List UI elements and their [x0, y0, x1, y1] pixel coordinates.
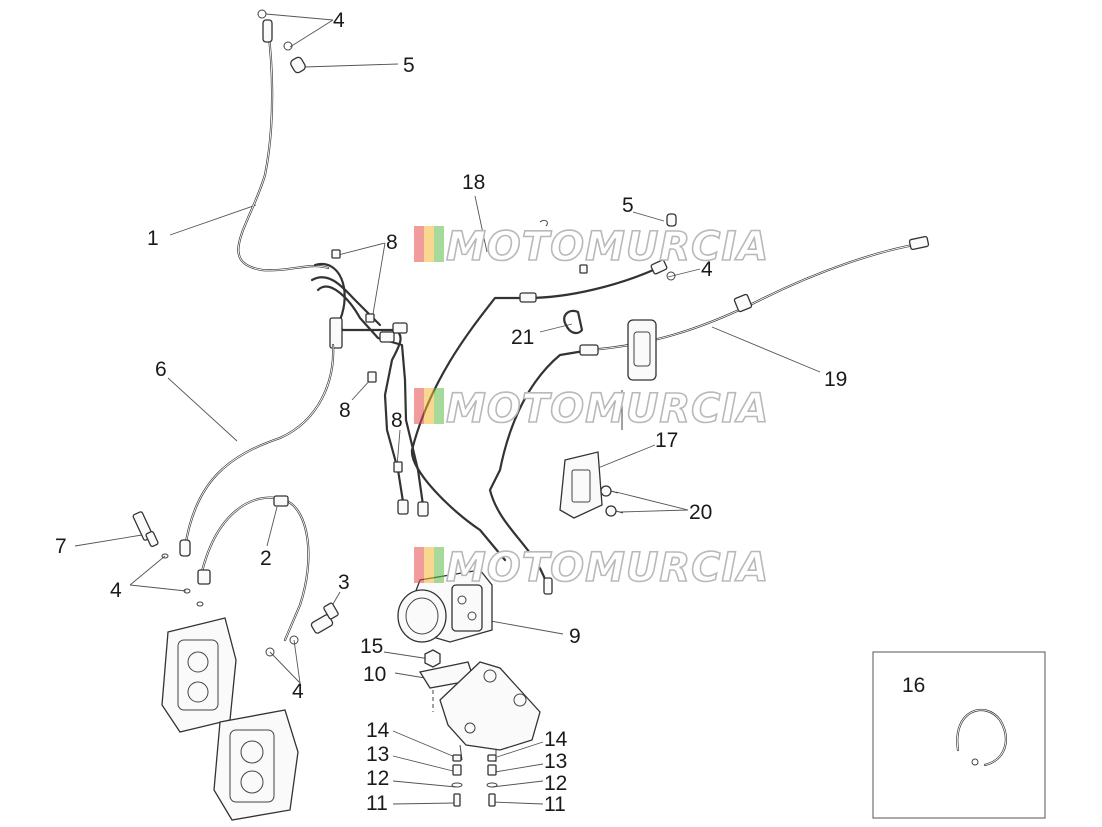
- callout-1: 1: [147, 227, 159, 250]
- caliper-hose: [179, 343, 335, 557]
- rear-brake-hose: [488, 235, 930, 595]
- callout-3: 3: [338, 571, 350, 594]
- watermark-3: MOTOMURCIA: [414, 544, 769, 592]
- watermark-stripe: [414, 547, 424, 583]
- leader-lines: [74, 13, 821, 805]
- inset-box: [872, 651, 1046, 819]
- watermark-stripe: [424, 226, 434, 262]
- callout-12: 12: [544, 772, 567, 795]
- watermark-stripe: [434, 226, 444, 262]
- callout-4: 4: [110, 579, 122, 602]
- callout-12: 12: [366, 767, 389, 790]
- callout-9: 9: [569, 625, 581, 648]
- watermark-text: MOTOMURCIA: [446, 386, 769, 432]
- abs-modulator: [397, 569, 493, 643]
- callout-8: 8: [339, 399, 351, 422]
- callout-4: 4: [333, 9, 345, 32]
- callout-5: 5: [622, 194, 634, 217]
- callout-labels: 4 5 1 8 8 8 18 5 4 21 19 6 17 20 7 4 2 3…: [55, 9, 925, 816]
- caliper-bridge-hose: [161, 495, 310, 657]
- callout-8: 8: [391, 409, 403, 432]
- callout-21: 21: [511, 326, 534, 349]
- watermark-text: MOTOMURCIA: [446, 545, 769, 591]
- callout-6: 6: [155, 358, 167, 381]
- callout-4: 4: [701, 258, 713, 281]
- callout-14: 14: [544, 728, 568, 751]
- watermark-stripe: [434, 547, 444, 583]
- callout-20: 16: [902, 674, 925, 697]
- speed-sensor: [310, 602, 339, 634]
- watermark-stripe: [434, 388, 444, 424]
- callout-11: 11: [366, 792, 388, 815]
- callout-5: 5: [403, 54, 415, 77]
- brake-caliper-upper: [161, 617, 237, 733]
- callout-16: 17: [655, 429, 678, 452]
- abs-pipe-upper: [410, 213, 677, 562]
- callout-7: 7: [55, 535, 67, 558]
- bracket-screws: [600, 485, 624, 517]
- frame-support: [439, 661, 541, 762]
- junction-pipes: [310, 249, 429, 517]
- callout-18: 19: [824, 368, 847, 391]
- callout-17: 18: [462, 171, 485, 194]
- callout-4: 4: [292, 680, 304, 703]
- watermark-text: MOTOMURCIA: [446, 224, 769, 270]
- watermark-1: MOTOMURCIA: [414, 223, 769, 271]
- fastener-stack-right: [486, 754, 498, 807]
- watermark-stripe: [424, 547, 434, 583]
- abs-bracket: [559, 451, 603, 519]
- watermark-stripe: [414, 388, 424, 424]
- callout-10: 10: [363, 663, 386, 686]
- fastener-stack-left: [451, 754, 463, 807]
- bleed-screw: [132, 511, 159, 548]
- callout-19: 20: [689, 501, 712, 524]
- front-brake-hose: [237, 9, 330, 272]
- callout-14: 14: [366, 719, 390, 742]
- callout-8: 8: [386, 231, 398, 254]
- callout-15: 15: [360, 635, 383, 658]
- callout-11: 11: [544, 793, 566, 816]
- watermark-2: MOTOMURCIA: [414, 385, 769, 433]
- callout-13: 13: [544, 750, 567, 773]
- watermark-stripe: [424, 388, 434, 424]
- watermark-stripe: [414, 226, 424, 262]
- callout-2: 2: [260, 547, 272, 570]
- brake-caliper-lower: [213, 709, 299, 821]
- mount-nut: [424, 649, 441, 668]
- pipe-clip: [563, 309, 584, 335]
- callout-13: 13: [366, 743, 389, 766]
